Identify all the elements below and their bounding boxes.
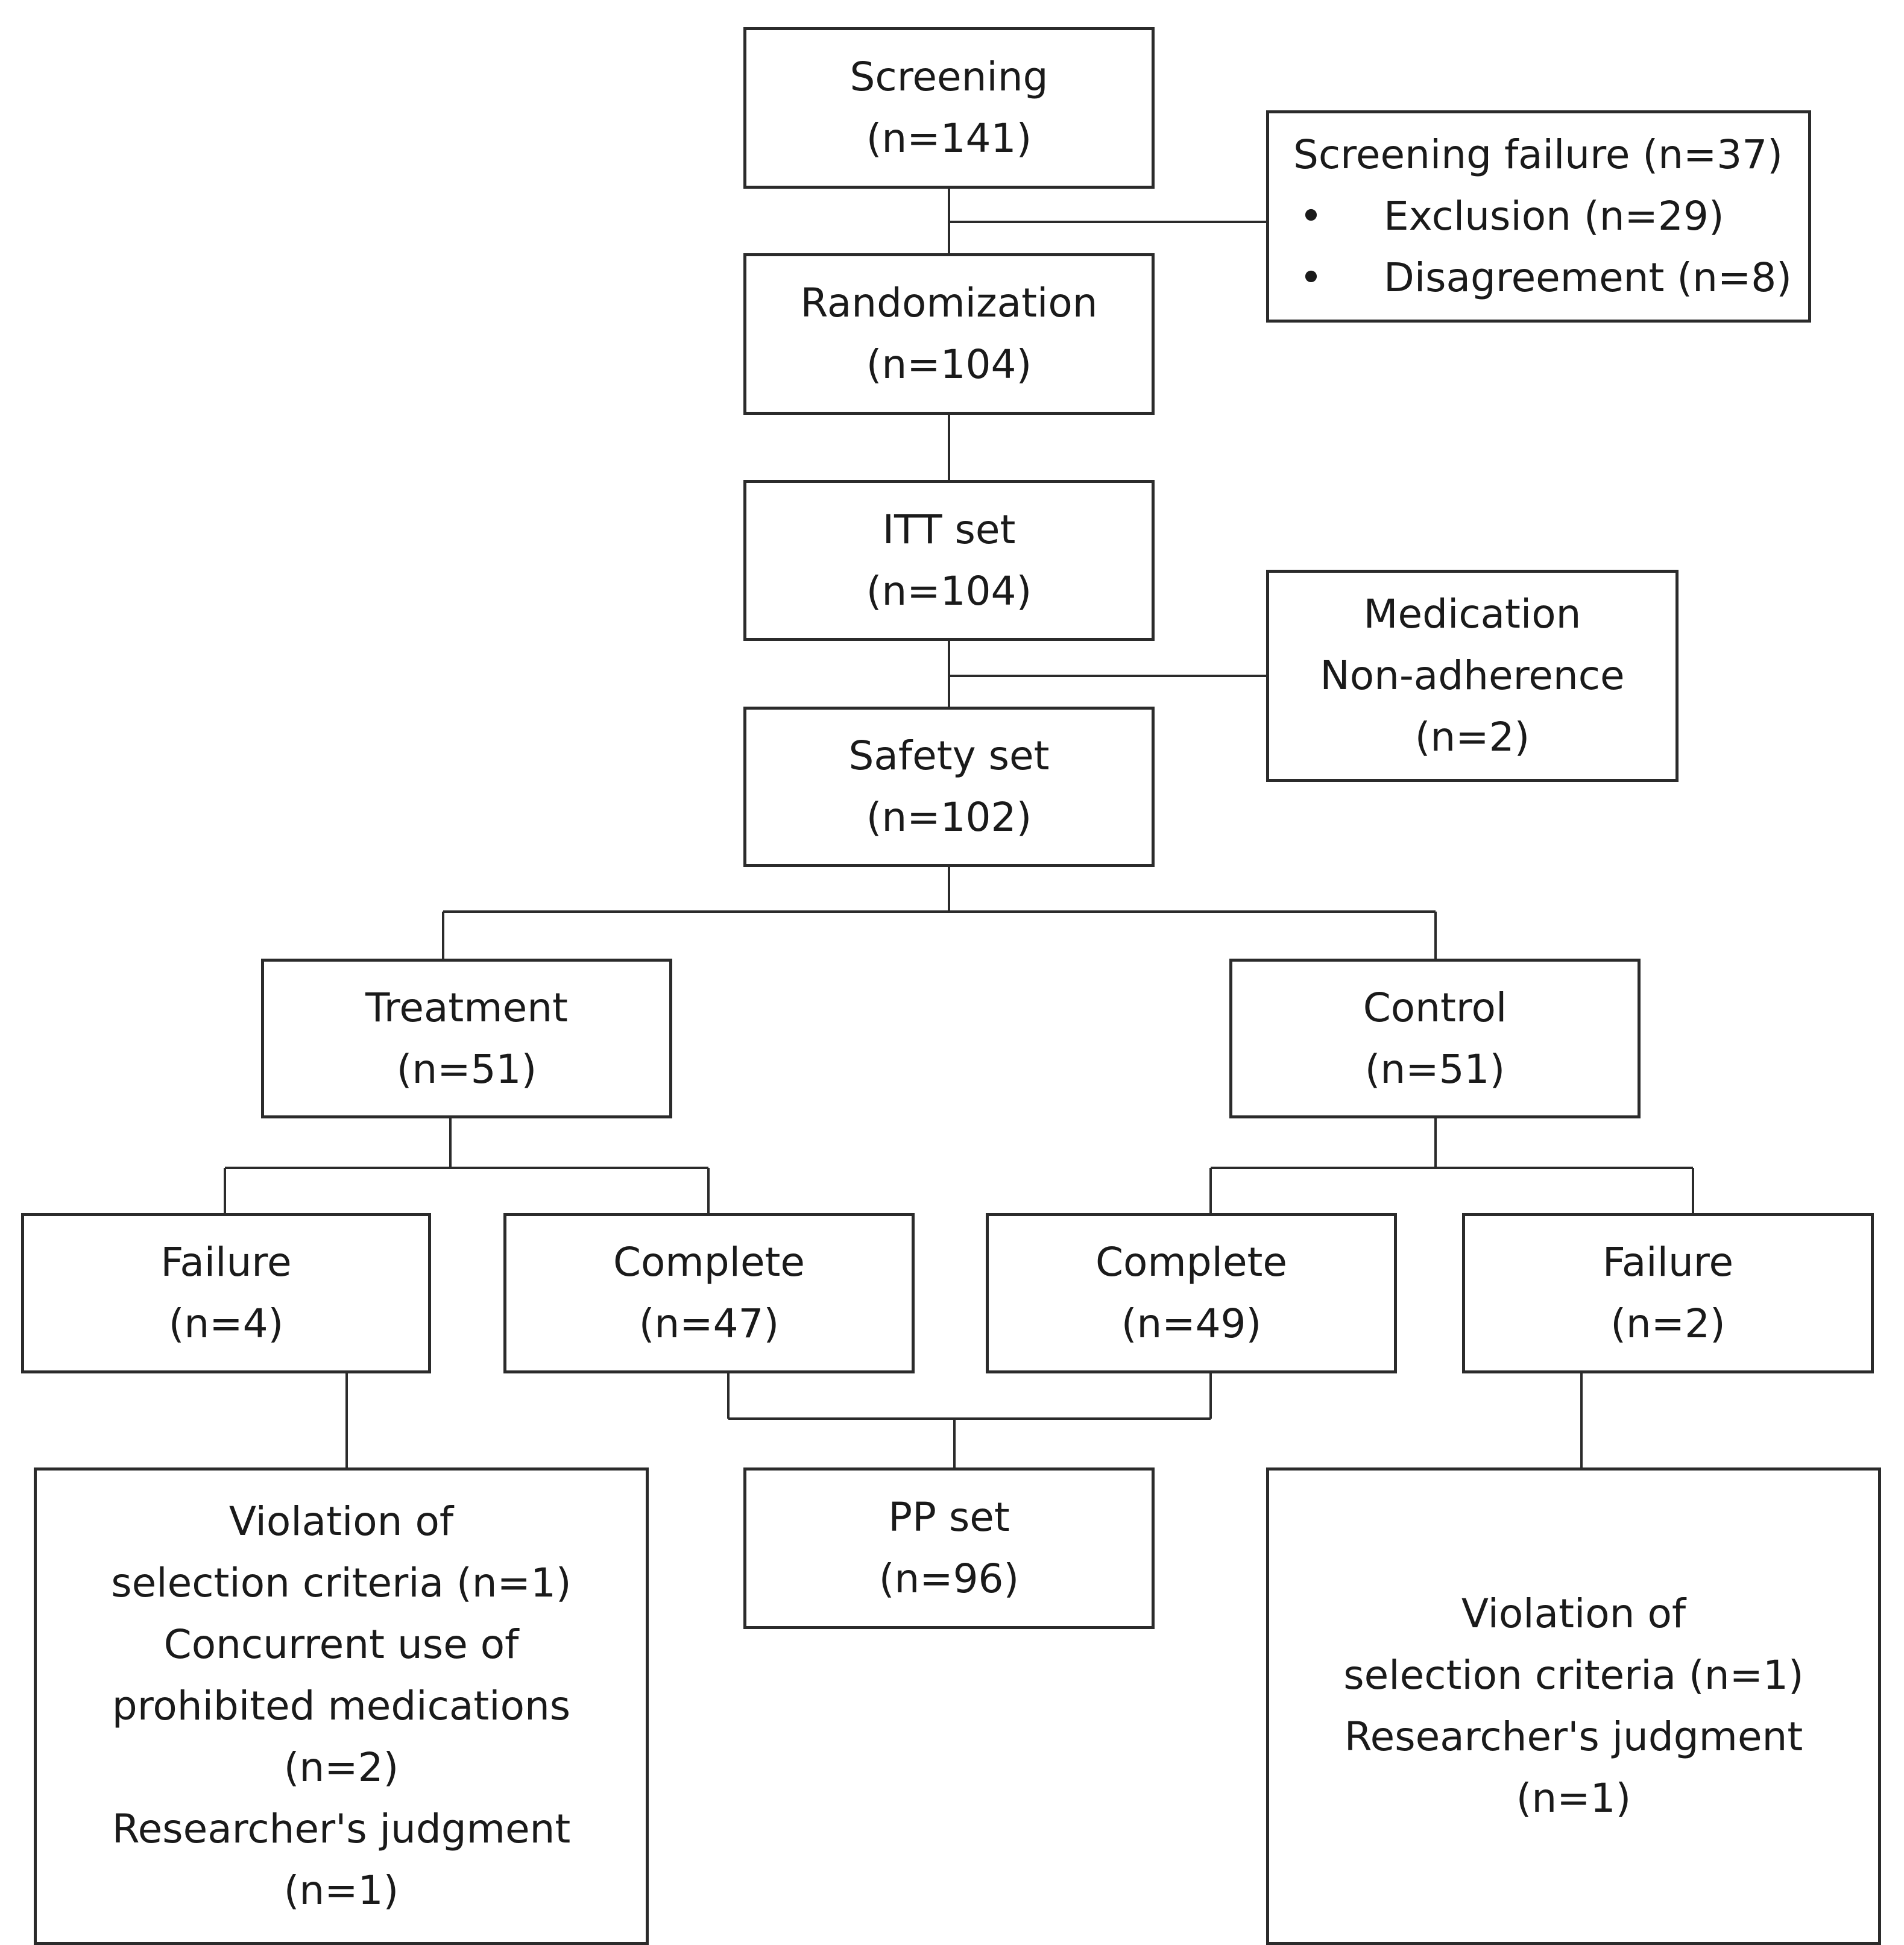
screening-failure-title: Screening failure (n=37) (1293, 131, 1783, 178)
screening-failure-item-exclusion: • Exclusion (n=29) (1293, 186, 1724, 247)
reason-line: (n=2) (283, 1744, 399, 1791)
treatment-complete-count: (n=47) (638, 1300, 780, 1347)
nonadherence-line2: Non-adherence (1320, 652, 1625, 699)
pp-set-count: (n=96) (878, 1556, 1020, 1602)
nonadherence-line1: Medication (1363, 591, 1581, 637)
treatment-failure-reasons-box: Violation of selection criteria (n=1) Co… (34, 1467, 649, 1945)
treatment-complete-box: Complete (n=47) (503, 1213, 915, 1373)
itt-set-count: (n=104) (866, 567, 1032, 614)
control-complete-count: (n=49) (1121, 1300, 1262, 1347)
screening-box: Screening (n=141) (743, 27, 1155, 189)
bullet-icon: • (1299, 193, 1323, 239)
reason-line: prohibited medications (112, 1683, 571, 1729)
control-failure-count: (n=2) (1610, 1300, 1726, 1347)
control-failure-box: Failure (n=2) (1462, 1213, 1874, 1373)
randomization-box: Randomization (n=104) (743, 253, 1155, 415)
screening-failure-box: Screening failure (n=37) • Exclusion (n=… (1266, 110, 1811, 323)
screening-title: Screening (850, 54, 1048, 100)
treatment-complete-title: Complete (613, 1239, 805, 1285)
pp-set-title: PP set (888, 1494, 1010, 1540)
pp-set-box: PP set (n=96) (743, 1467, 1155, 1629)
control-count: (n=51) (1364, 1045, 1505, 1092)
itt-set-box: ITT set (n=104) (743, 480, 1155, 641)
safety-set-title: Safety set (848, 733, 1050, 779)
itt-set-title: ITT set (882, 506, 1016, 553)
control-title: Control (1363, 984, 1507, 1031)
reason-line: Violation of (229, 1498, 454, 1545)
reason-line: Concurrent use of (163, 1621, 519, 1668)
treatment-failure-box: Failure (n=4) (21, 1213, 431, 1373)
reason-line: selection criteria (n=1) (1343, 1652, 1804, 1698)
reason-line: (n=1) (1516, 1775, 1631, 1821)
medication-nonadherence-box: Medication Non-adherence (n=2) (1266, 570, 1679, 782)
reason-line: Violation of (1461, 1590, 1686, 1637)
nonadherence-count: (n=2) (1414, 714, 1530, 760)
exclusion-label: Exclusion (n=29) (1384, 193, 1724, 239)
safety-set-count: (n=102) (866, 794, 1032, 840)
reason-line: Researcher's judgment (1344, 1713, 1803, 1760)
control-failure-reasons-box: Violation of selection criteria (n=1) Re… (1266, 1467, 1881, 1945)
randomization-count: (n=104) (866, 341, 1032, 388)
control-complete-title: Complete (1095, 1239, 1288, 1285)
treatment-failure-count: (n=4) (168, 1300, 284, 1347)
treatment-box: Treatment (n=51) (261, 959, 672, 1118)
randomization-title: Randomization (800, 280, 1098, 326)
treatment-title: Treatment (365, 984, 568, 1031)
control-complete-box: Complete (n=49) (986, 1213, 1397, 1373)
treatment-failure-title: Failure (160, 1239, 292, 1285)
bullet-icon: • (1299, 254, 1323, 301)
screening-failure-item-disagreement: • Disagreement (n=8) (1293, 247, 1792, 309)
reason-line: selection criteria (n=1) (111, 1560, 572, 1606)
reason-line: (n=1) (283, 1867, 399, 1914)
treatment-count: (n=51) (396, 1045, 537, 1092)
disagreement-label: Disagreement (n=8) (1384, 254, 1792, 301)
safety-set-box: Safety set (n=102) (743, 707, 1155, 867)
control-failure-title: Failure (1602, 1239, 1734, 1285)
control-box: Control (n=51) (1229, 959, 1641, 1118)
reason-line: Researcher's judgment (112, 1806, 571, 1852)
screening-count: (n=141) (866, 115, 1032, 162)
